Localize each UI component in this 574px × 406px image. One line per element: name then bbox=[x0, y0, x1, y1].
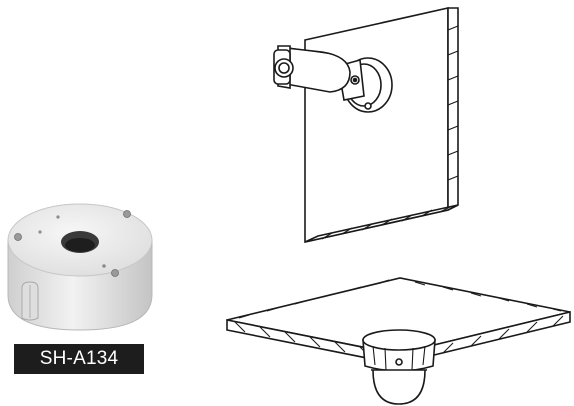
dome-camera-ceiling-mount-icon bbox=[226, 277, 571, 405]
junction-box-photo bbox=[7, 203, 153, 331]
bullet-camera-wall-mount-icon bbox=[273, 7, 459, 243]
model-label-badge: SH-A134 bbox=[14, 344, 144, 374]
